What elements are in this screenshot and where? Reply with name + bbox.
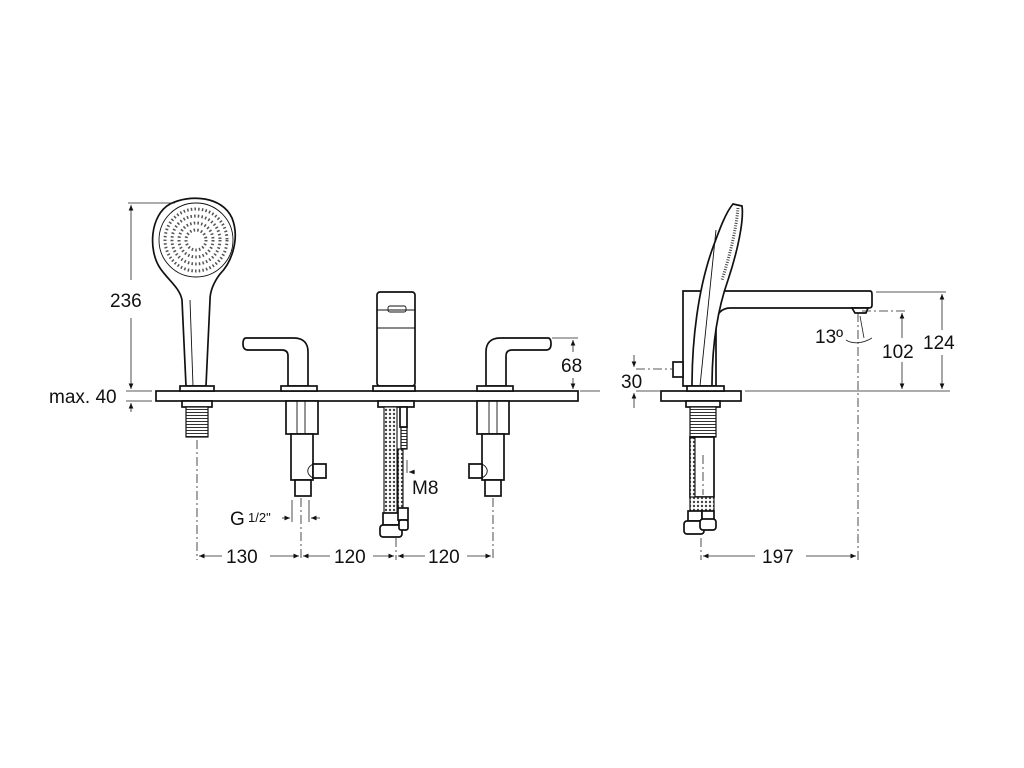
label-m8: M8 (412, 478, 438, 499)
deck-plate (155, 390, 579, 402)
label-130: 130 (226, 547, 258, 568)
dimension-spout-angle: 13º (815, 313, 873, 560)
label-124: 124 (923, 333, 955, 354)
dimension-shower-height: 236 (110, 202, 175, 389)
front-view: 236 max. 40 68 M8 G (49, 197, 600, 568)
dimension-hose-thread: M8 (406, 460, 438, 499)
label-236: 236 (110, 291, 142, 312)
label-120-a: 120 (334, 547, 366, 568)
center-spout (372, 291, 416, 538)
side-deck-plate (660, 390, 742, 402)
dimension-diverter-height: 30 (621, 355, 672, 408)
label-half-inch: 1/2" (248, 510, 271, 525)
hand-shower (151, 197, 237, 438)
dimension-handle-height: 68 (552, 337, 600, 392)
label-68: 68 (561, 356, 582, 377)
label-120-b: 120 (428, 547, 460, 568)
dimension-spout-projection: 197 (700, 538, 856, 568)
dimension-deck-thickness: max. 40 (49, 387, 152, 412)
dimension-thread-size: G 1/2" (230, 500, 320, 530)
right-valve-handle (468, 337, 552, 497)
dimension-spout-outlet-height: 102 (745, 310, 950, 392)
label-max-40: max. 40 (49, 387, 117, 408)
dimension-spacing: 130 120 120 (199, 547, 491, 568)
left-valve-handle (242, 337, 327, 497)
label-30: 30 (621, 372, 642, 393)
label-13-deg: 13º (815, 327, 843, 348)
label-197: 197 (762, 547, 794, 568)
dimension-total-height: 124 (876, 291, 955, 389)
side-view: 30 13º 102 124 197 (621, 203, 955, 568)
label-102: 102 (882, 342, 914, 363)
label-g: G (230, 509, 245, 530)
